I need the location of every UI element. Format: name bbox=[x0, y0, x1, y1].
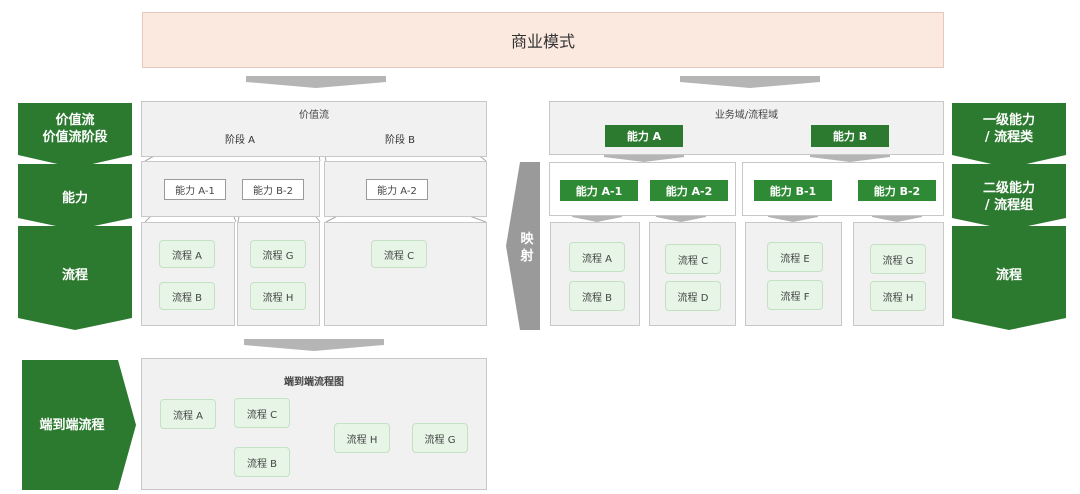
e2e-arrow bbox=[244, 339, 384, 351]
right-label-process: 流程 bbox=[995, 267, 1022, 283]
domain-process-b: 流程 B bbox=[569, 281, 625, 311]
vs-process-h: 流程 H bbox=[250, 282, 306, 310]
e2e-process-h: 流程 H bbox=[334, 423, 390, 453]
level2-capability-a2: 能力 A-2 bbox=[650, 180, 728, 201]
process-column-3 bbox=[324, 222, 487, 326]
level2-capability-a1: 能力 A-1 bbox=[560, 180, 638, 201]
left-label-value-stream-line1: 价值流 bbox=[55, 113, 95, 128]
process-column-1 bbox=[141, 222, 235, 326]
vs-process-b: 流程 B bbox=[159, 282, 215, 310]
vs-process-c: 流程 C bbox=[371, 240, 427, 268]
level2-capability-b2: 能力 B-2 bbox=[858, 180, 936, 201]
right-chevron-process bbox=[952, 226, 1066, 330]
level1-capability-a: 能力 A bbox=[605, 125, 683, 147]
left-label-capability: 能力 bbox=[61, 190, 88, 206]
vs-process-g: 流程 G bbox=[250, 240, 306, 268]
right-label-level2: 二级能力 / 流程组 bbox=[952, 176, 1066, 218]
right-label-level1: 一级能力 / 流程类 bbox=[952, 108, 1066, 150]
right-label-level1-line2: / 流程类 bbox=[984, 130, 1034, 145]
e2e-process-a: 流程 A bbox=[160, 399, 216, 429]
left-chevron-e2e bbox=[22, 360, 136, 490]
e2e-process-c: 流程 C bbox=[234, 398, 290, 428]
right-chevron-level1 bbox=[952, 103, 1066, 168]
capability-a1: 能力 A-1 bbox=[164, 179, 226, 200]
domain-process-a: 流程 A bbox=[569, 242, 625, 272]
e2e-title: 端到端流程图 bbox=[284, 377, 344, 388]
mapping-char-1: 映 bbox=[520, 232, 534, 247]
domain-process-h: 流程 H bbox=[870, 281, 926, 311]
right-label-level1-line1: 一级能力 bbox=[982, 113, 1035, 128]
right-chevron-level2 bbox=[952, 164, 1066, 230]
left-chevron-value-stream bbox=[18, 103, 132, 168]
left-chevron-capability bbox=[18, 164, 132, 230]
banner-arrow-right bbox=[680, 76, 820, 88]
business-model-banner: 商业模式 bbox=[142, 12, 944, 68]
value-stream-title: 价值流 bbox=[299, 110, 329, 121]
mapping-char-2: 射 bbox=[520, 249, 534, 264]
left-label-process: 流程 bbox=[61, 267, 88, 283]
domain-process-f: 流程 F bbox=[767, 280, 823, 310]
capability-group-2 bbox=[324, 161, 487, 217]
e2e-process-g: 流程 G bbox=[412, 423, 468, 453]
level1-capability-b: 能力 B bbox=[811, 125, 889, 147]
stage-a-label: 阶段 A bbox=[224, 134, 256, 146]
capability-a2: 能力 A-2 bbox=[366, 179, 428, 200]
capability-b2: 能力 B-2 bbox=[242, 179, 304, 200]
domain-process-e: 流程 E bbox=[767, 242, 823, 272]
domain-process-column-3 bbox=[745, 222, 842, 326]
level2-capability-b1: 能力 B-1 bbox=[754, 180, 832, 201]
right-label-level2-line2: / 流程组 bbox=[984, 198, 1034, 213]
left-label-value-stream-line2: 价值流阶段 bbox=[42, 130, 108, 145]
right-label-level2-line1: 二级能力 bbox=[982, 181, 1035, 196]
value-stream-panel bbox=[141, 101, 487, 157]
mapping-label: 映 射 bbox=[514, 228, 540, 268]
process-column-2 bbox=[237, 222, 320, 326]
left-label-value-stream: 价值流 价值流阶段 bbox=[18, 108, 132, 150]
domain-process-g: 流程 G bbox=[870, 244, 926, 274]
vs-process-a: 流程 A bbox=[159, 240, 215, 268]
e2e-process-b: 流程 B bbox=[234, 447, 290, 477]
domain-process-d: 流程 D bbox=[665, 281, 721, 311]
left-chevron-process bbox=[18, 226, 132, 330]
domain-process-c: 流程 C bbox=[665, 244, 721, 274]
left-label-e2e: 端到端流程 bbox=[39, 417, 105, 433]
stage-b-label: 阶段 B bbox=[384, 134, 416, 146]
mapping-arrow bbox=[506, 162, 540, 330]
banner-arrow-left bbox=[246, 76, 386, 88]
domain-title: 业务域/流程域 bbox=[714, 110, 779, 121]
